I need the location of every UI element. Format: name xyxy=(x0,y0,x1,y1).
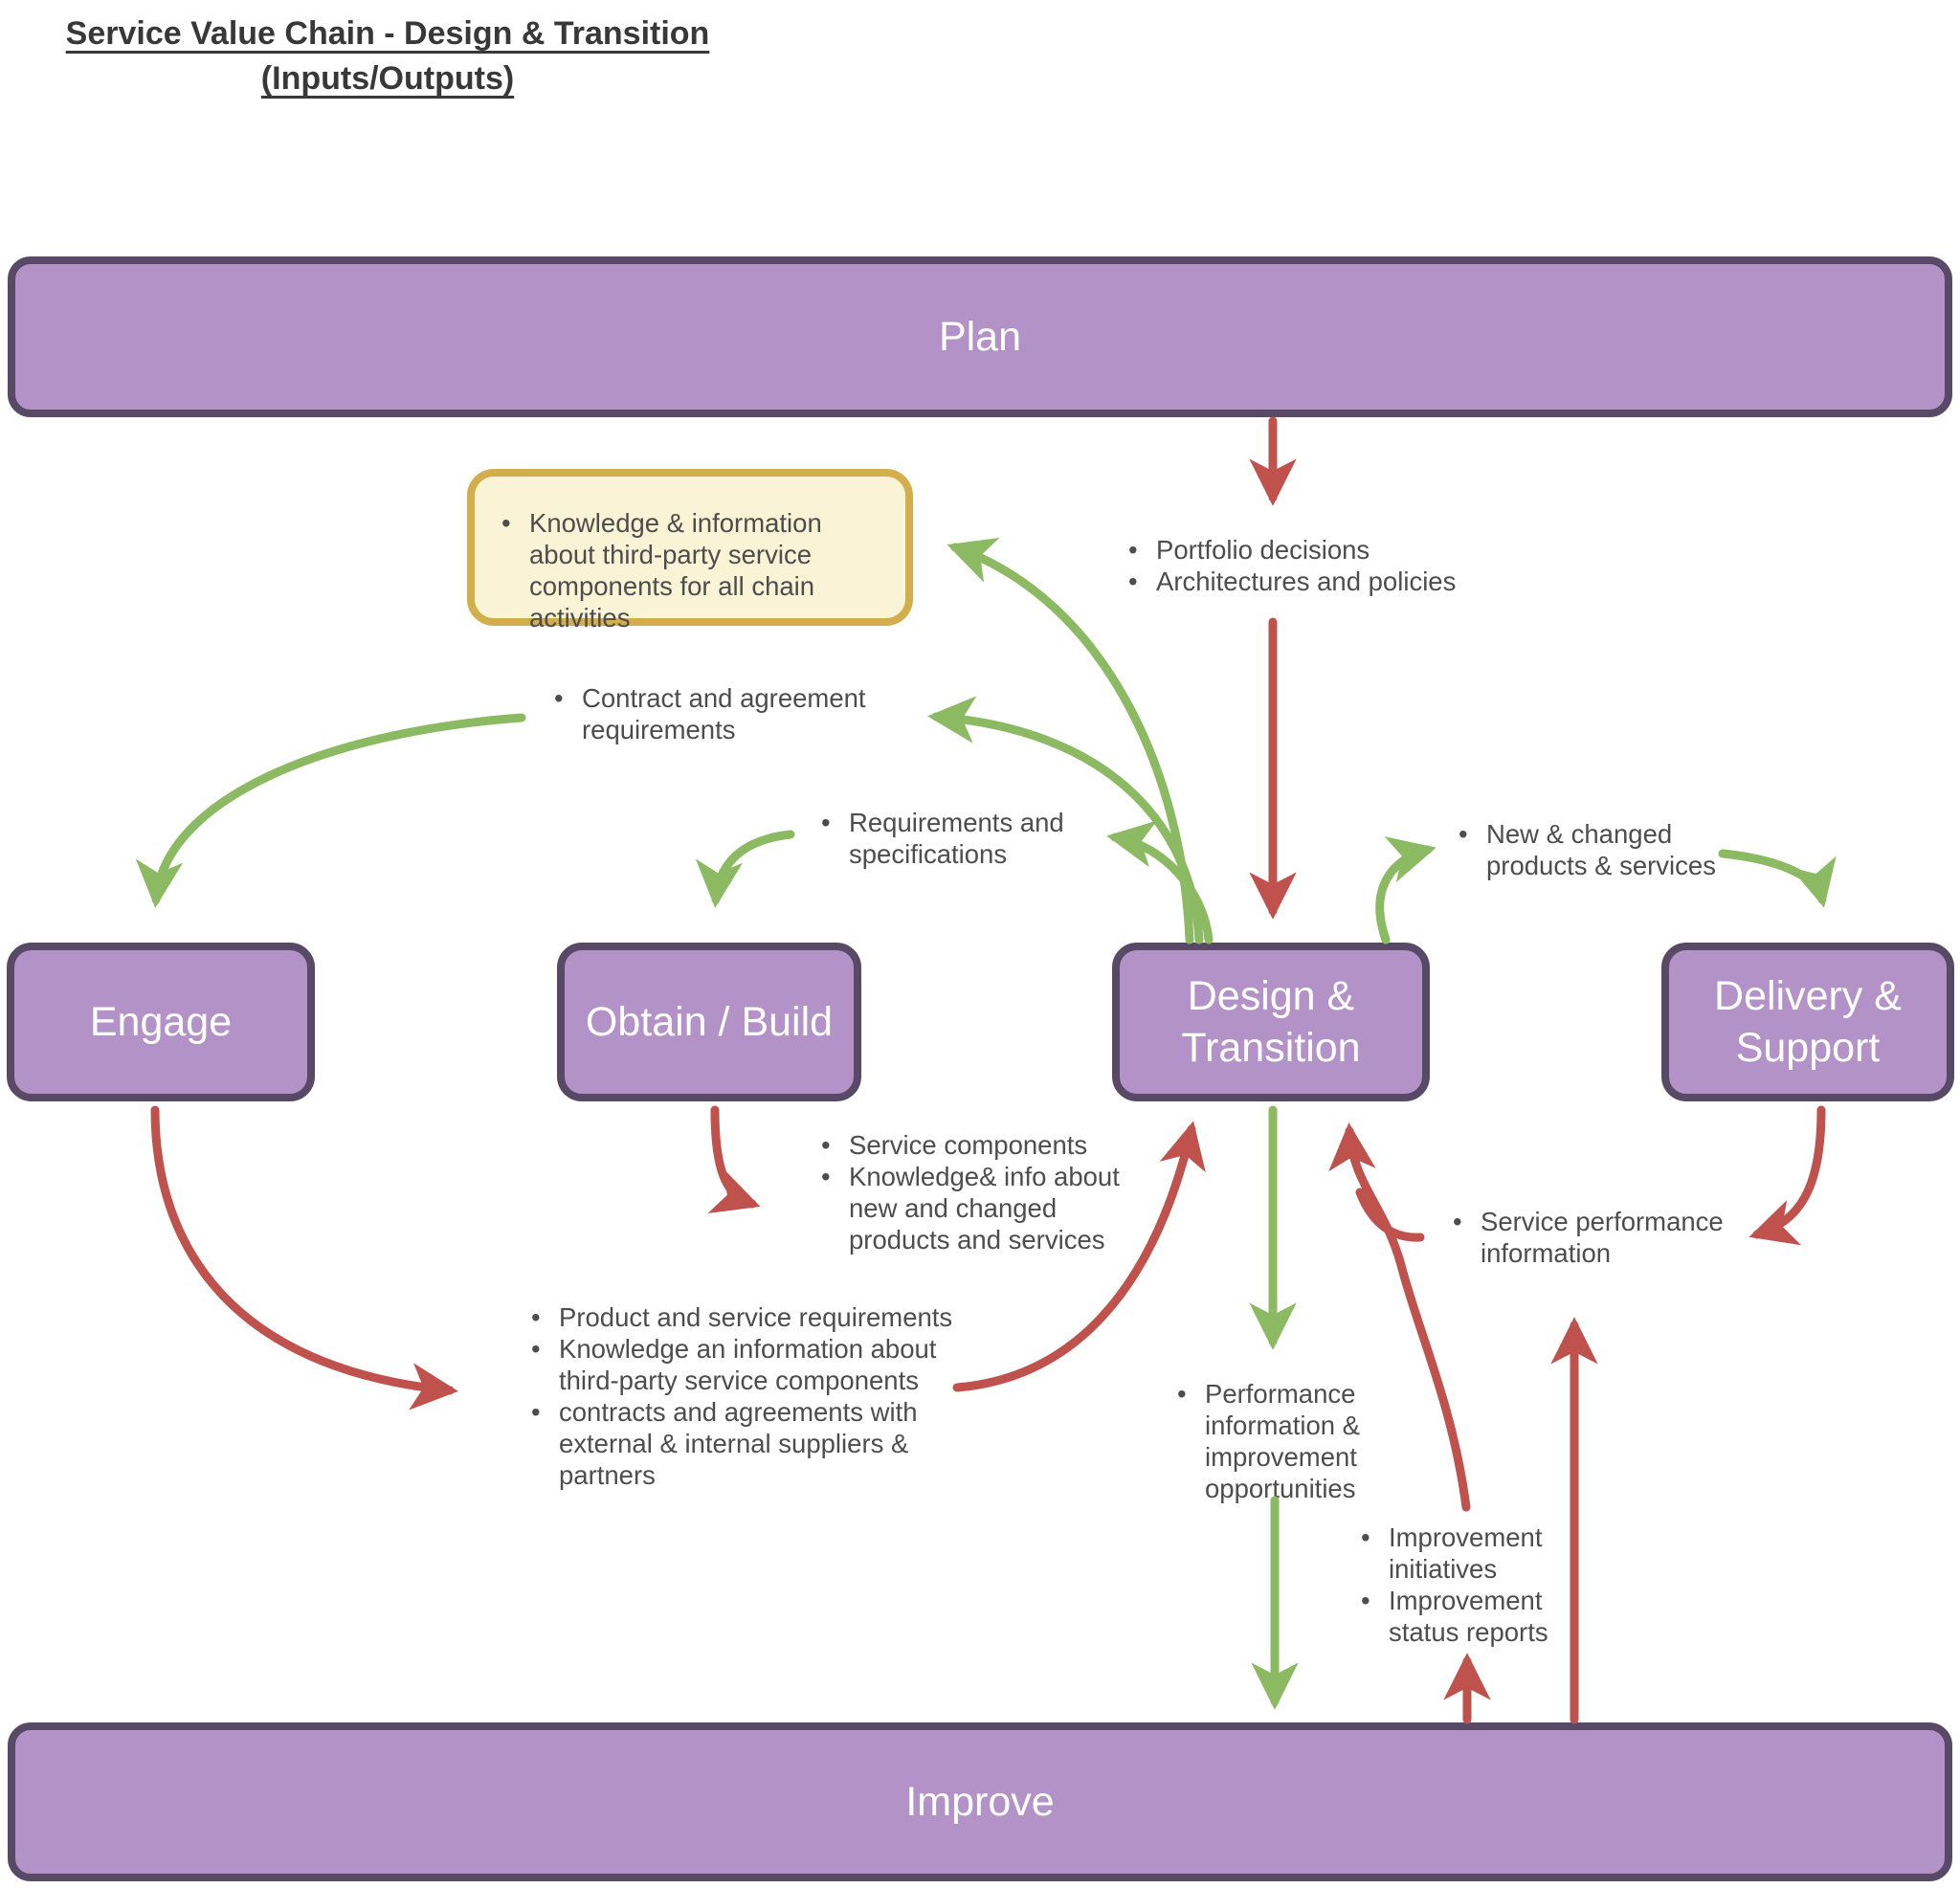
contract-requirements-note: Contract and agreement requirements xyxy=(552,682,868,745)
delivery-support-label-line2: Support xyxy=(1735,1025,1881,1071)
improve-outputs-list: Improvement initiativesImprovement statu… xyxy=(1359,1522,1598,1648)
bullet-item: Product and service requirements xyxy=(529,1301,960,1333)
arrow-design-transition-to-third-party-note xyxy=(947,538,1194,944)
bullet-item: Service performance information xyxy=(1451,1206,1738,1269)
obtain-outputs-note: Service componentsKnowledge& info about … xyxy=(819,1129,1135,1255)
obtain-outputs-list: Service componentsKnowledge& info about … xyxy=(819,1129,1135,1255)
arrow-service-performance-branch xyxy=(1355,1188,1425,1242)
contract-requirements-list: Contract and agreement requirements xyxy=(552,682,868,745)
improve-box: Improve xyxy=(8,1722,1952,1881)
improve-label: Improve xyxy=(905,1779,1055,1825)
engage-label: Engage xyxy=(89,999,233,1045)
requirements-specifications-list: Requirements and specifications xyxy=(819,807,1097,870)
engage-box: Engage xyxy=(7,943,315,1101)
arrow-engage-to-engage-outputs xyxy=(150,1105,458,1410)
bullet-item: Service components xyxy=(819,1129,1135,1161)
arrow-design-transition-to-new-changed-products xyxy=(1375,836,1437,944)
bullet-item: Improvement status reports xyxy=(1359,1585,1598,1648)
engage-outputs-list: Product and service requirementsKnowledg… xyxy=(529,1301,960,1491)
arrow-contract-requirements-to-engage xyxy=(135,713,526,908)
bullet-item: Contract and agreement requirements xyxy=(552,682,868,745)
bullet-item: Architectures and policies xyxy=(1126,566,1509,597)
obtain-build-label: Obtain / Build xyxy=(585,999,834,1045)
design-transition-label-line1: Design & xyxy=(1187,973,1355,1019)
delivery-support-box: Delivery & Support xyxy=(1661,943,1954,1101)
new-changed-products-list: New & changed products & services xyxy=(1457,818,1744,881)
title-line2: (Inputs/Outputs) xyxy=(260,60,515,97)
design-transition-box: Design & Transition xyxy=(1112,943,1430,1101)
obtain-build-box: Obtain / Build xyxy=(557,943,861,1101)
bullet-item: Portfolio decisions xyxy=(1126,534,1509,566)
bullet-item: Requirements and specifications xyxy=(819,807,1097,870)
bullet-item: Knowledge an information about third-par… xyxy=(529,1333,960,1396)
service-performance-list: Service performance information xyxy=(1451,1206,1738,1269)
arrow-requirements-specifications-to-obtain-build xyxy=(695,830,795,908)
plan-outputs-list: Portfolio decisionsArchitectures and pol… xyxy=(1126,534,1509,597)
plan-label: Plan xyxy=(938,314,1022,360)
service-performance-note: Service performance information xyxy=(1451,1206,1738,1269)
performance-to-improve-note: Performance information & improvement op… xyxy=(1175,1378,1405,1504)
delivery-support-label-line1: Delivery & xyxy=(1714,973,1902,1019)
third-party-note: Knowledge & information about third-part… xyxy=(467,469,913,633)
plan-outputs-note: Portfolio decisionsArchitectures and pol… xyxy=(1126,534,1509,597)
page-title: Service Value Chain - Design & Transitio… xyxy=(53,11,723,101)
new-changed-products-note: New & changed products & services xyxy=(1457,818,1744,881)
bullet-item: Performance information & improvement op… xyxy=(1175,1378,1405,1504)
plan-box: Plan xyxy=(8,256,1952,417)
bullet-item: New & changed products & services xyxy=(1457,818,1744,881)
improve-outputs-note: Improvement initiativesImprovement statu… xyxy=(1359,1522,1598,1648)
bullet-item: Knowledge & information about third-part… xyxy=(500,507,880,633)
bullet-item: Knowledge& info about new and changed pr… xyxy=(819,1161,1135,1255)
bullet-item: contracts and agreements with external &… xyxy=(529,1396,960,1491)
arrow-delivery-support-to-service-performance xyxy=(1748,1105,1826,1246)
engage-outputs-note: Product and service requirementsKnowledg… xyxy=(529,1301,960,1491)
title-line1: Service Value Chain - Design & Transitio… xyxy=(65,15,710,52)
bullet-item: Improvement initiatives xyxy=(1359,1522,1598,1585)
requirements-specifications-note: Requirements and specifications xyxy=(819,807,1097,870)
performance-to-improve-list: Performance information & improvement op… xyxy=(1175,1378,1405,1504)
design-transition-label-line2: Transition xyxy=(1181,1025,1361,1071)
arrow-design-transition-to-requirements-specifications xyxy=(1106,820,1214,944)
third-party-note-list: Knowledge & information about third-part… xyxy=(500,507,880,633)
arrow-obtain-build-to-obtain-outputs xyxy=(707,1105,761,1214)
